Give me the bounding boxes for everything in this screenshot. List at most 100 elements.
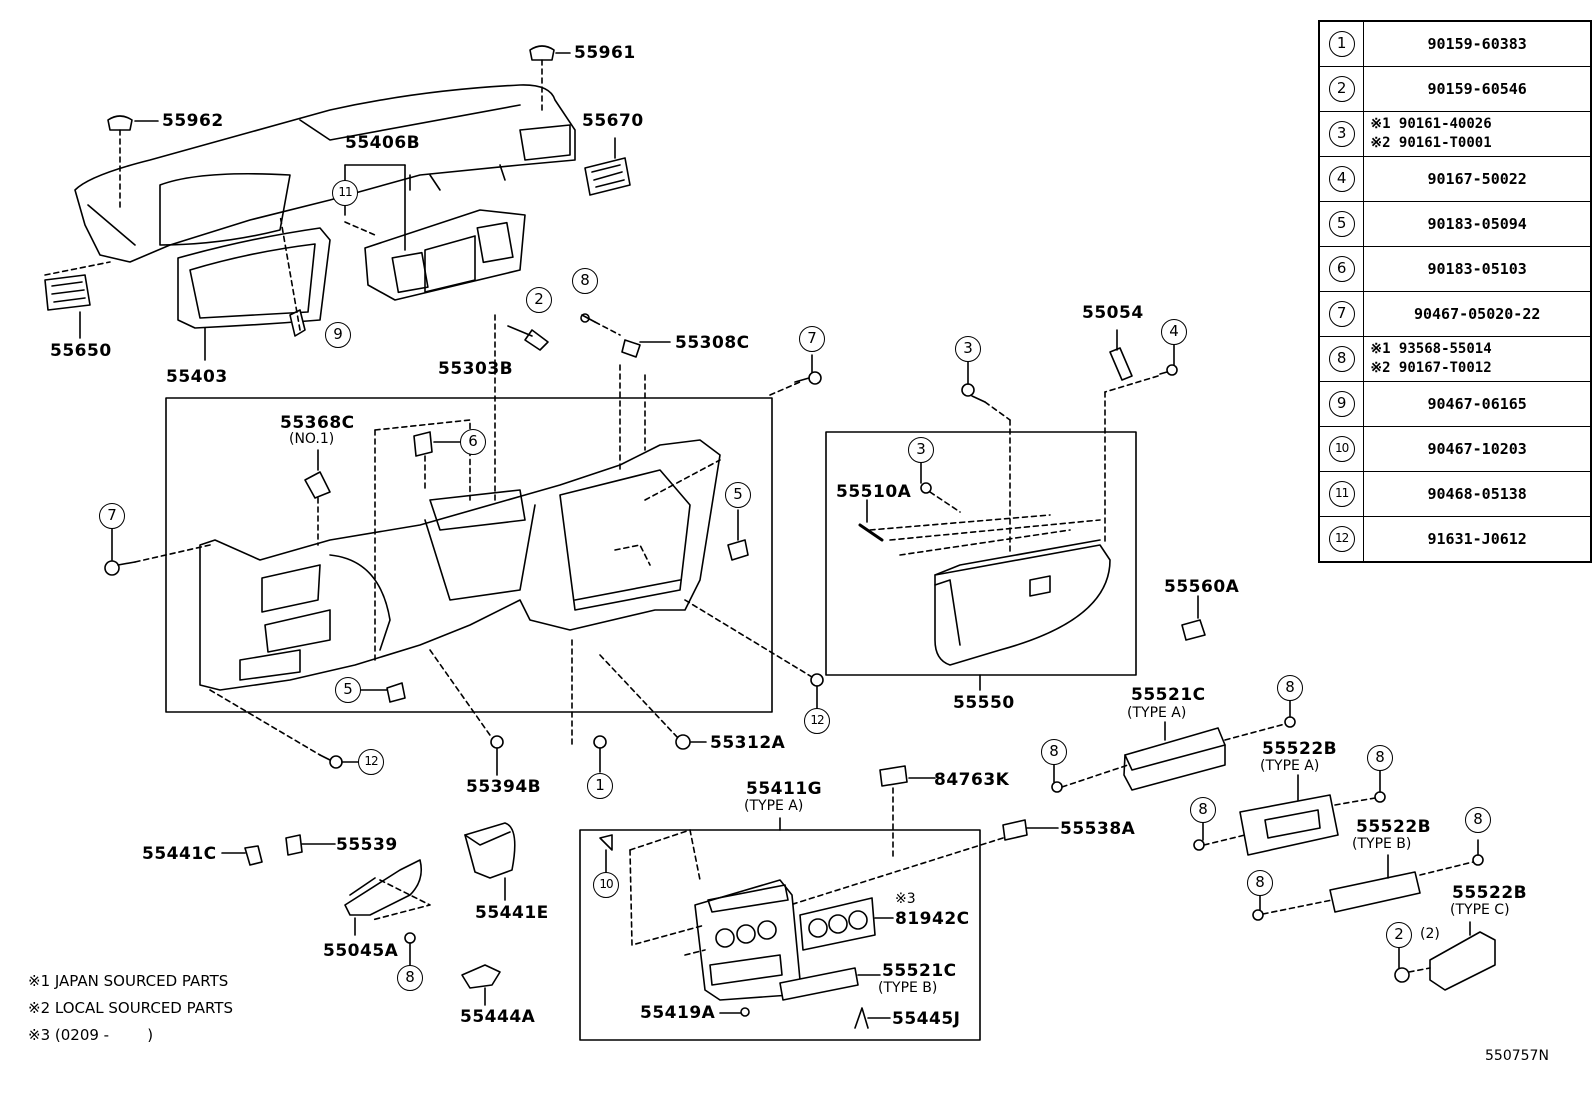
part-label-55538A: 55538A <box>1060 819 1136 839</box>
reference-callout: 11 <box>1328 481 1355 507</box>
reference-row: 6 90183-05103 <box>1318 246 1592 292</box>
reference-callout: 12 <box>1328 526 1355 552</box>
callout-4: 4 <box>1161 319 1187 345</box>
part-label-55522B-type-b: 55522B <box>1356 817 1432 837</box>
note-local-sourced: ※2 LOCAL SOURCED PARTS <box>28 999 233 1017</box>
reference-row: 8 ※1 93568-55014※2 90167-T0012 <box>1318 336 1592 382</box>
part-note-81942C: ※3 <box>895 891 916 907</box>
part-label-55441C: 55441C <box>142 844 217 864</box>
reference-number-cell: 4 <box>1318 156 1365 202</box>
reference-callout: 6 <box>1328 256 1355 282</box>
reference-callout: 3 <box>1328 121 1355 147</box>
part-label-55521C-type-a: 55521C <box>1131 685 1206 705</box>
part-sublabel-55521C-type-b: (TYPE B) <box>878 980 938 996</box>
reference-number-cell: 10 <box>1318 426 1365 472</box>
part-sublabel-55368C: (NO.1) <box>289 431 335 447</box>
reference-part-number-cell: 90159-60546 <box>1363 66 1592 112</box>
callout-2: 2 <box>526 287 552 313</box>
part-label-55054: 55054 <box>1082 303 1144 323</box>
callout-9: 9 <box>325 322 351 348</box>
reference-part-number-cell: ※1 93568-55014※2 90167-T0012 <box>1363 336 1592 382</box>
reference-part-number-cell: 90159-60383 <box>1363 20 1592 67</box>
part-label-55406B: 55406B <box>345 133 421 153</box>
lower-panel-55303B <box>199 439 721 691</box>
part-label-55308C: 55308C <box>675 333 750 353</box>
part-label-55312A: 55312A <box>710 733 786 753</box>
reference-part-number-cell: 90468-05138 <box>1363 471 1592 517</box>
reference-number-cell: 8 <box>1318 336 1365 382</box>
reference-part-number-cell: 90183-05094 <box>1363 201 1592 247</box>
callout-1: 1 <box>587 773 613 799</box>
reference-part-number: 90468-05138 <box>1427 485 1527 503</box>
callout-2: 2 <box>1386 922 1412 948</box>
part-label-55962: 55962 <box>162 111 224 131</box>
reference-part-number: 90159-60546 <box>1427 80 1527 98</box>
reference-row: 11 90468-05138 <box>1318 471 1592 517</box>
reference-number-cell: 3 <box>1318 111 1365 157</box>
reference-part-number-cell: 90467-10203 <box>1363 426 1592 472</box>
reference-number-cell: 5 <box>1318 201 1365 247</box>
part-label-55670: 55670 <box>582 111 644 131</box>
callout-8: 8 <box>1190 797 1216 823</box>
callout-5: 5 <box>725 482 751 508</box>
reference-row: 10 90467-10203 <box>1318 426 1592 472</box>
reference-callout: 7 <box>1328 301 1355 327</box>
part-sublabel-55522B-type-c: (TYPE C) <box>1450 902 1510 918</box>
reference-number-cell: 6 <box>1318 246 1365 292</box>
reference-part-number-cell: 90467-05020-22 <box>1363 291 1592 337</box>
reference-part-number: 90467-06165 <box>1427 395 1527 413</box>
reference-callout: 5 <box>1328 211 1355 237</box>
part-sublabel-55522B-type-a: (TYPE A) <box>1260 758 1320 774</box>
part-sublabel-55411G: (TYPE A) <box>744 798 804 814</box>
part-label-55444A: 55444A <box>460 1007 536 1027</box>
reference-row: 4 90167-50022 <box>1318 156 1592 202</box>
part-label-84763K: 84763K <box>934 770 1010 790</box>
callout-3: 3 <box>908 437 934 463</box>
reference-part-number: ※1 90161-40026 <box>1370 116 1492 132</box>
reference-part-number: 90183-05103 <box>1427 260 1527 278</box>
group-box-55550 <box>825 431 1137 676</box>
reference-part-number: 91631-J0612 <box>1427 530 1527 548</box>
note-japan-sourced: ※1 JAPAN SOURCED PARTS <box>28 972 229 990</box>
reference-number-cell: 9 <box>1318 381 1365 427</box>
part-label-55045A: 55045A <box>323 941 399 961</box>
reference-part-number-cell: 90167-50022 <box>1363 156 1592 202</box>
part-label-55510A: 55510A <box>836 482 912 502</box>
reference-part-number-cell: 91631-J0612 <box>1363 516 1592 563</box>
dash-upper-panel <box>74 84 576 263</box>
callout-7: 7 <box>799 326 825 352</box>
note-date-range: ※3 (0209 - ) <box>28 1026 154 1044</box>
callout-5: 5 <box>335 677 361 703</box>
reference-part-number: 90467-10203 <box>1427 440 1527 458</box>
reference-callout: 8 <box>1328 346 1355 372</box>
reference-row: 7 90467-05020-22 <box>1318 291 1592 337</box>
reference-row: 5 90183-05094 <box>1318 201 1592 247</box>
part-label-55522B-type-c: 55522B <box>1452 883 1528 903</box>
reference-callout: 1 <box>1328 31 1355 57</box>
reference-part-number: 90159-60383 <box>1427 35 1527 53</box>
part-label-55394B: 55394B <box>466 777 542 797</box>
reference-row: 12 91631-J0612 <box>1318 516 1592 563</box>
part-sublabel-55522B-type-b: (TYPE B) <box>1352 836 1412 852</box>
callout-8: 8 <box>572 268 598 294</box>
reference-part-number: 90167-50022 <box>1427 170 1527 188</box>
reference-number-cell: 11 <box>1318 471 1365 517</box>
callout-8: 8 <box>1247 870 1273 896</box>
reference-row: 3※1 90161-40026※2 90161-T0001 <box>1318 111 1592 157</box>
part-label-55521C-type-b: 55521C <box>882 961 957 981</box>
reference-number-cell: 12 <box>1318 516 1365 563</box>
part-sublabel-55521C-type-a: (TYPE A) <box>1127 705 1187 721</box>
reference-number-cell: 7 <box>1318 291 1365 337</box>
callout-12: 12 <box>358 749 384 775</box>
reference-row: 9 90467-06165 <box>1318 381 1592 427</box>
callout-8: 8 <box>1465 807 1491 833</box>
reference-part-number: 90467-05020-22 <box>1413 305 1541 323</box>
part-label-55303B: 55303B <box>438 359 514 379</box>
part-label-55560A: 55560A <box>1164 577 1240 597</box>
part-label-55411G: 55411G <box>746 779 823 799</box>
reference-part-number: 90183-05094 <box>1427 215 1527 233</box>
